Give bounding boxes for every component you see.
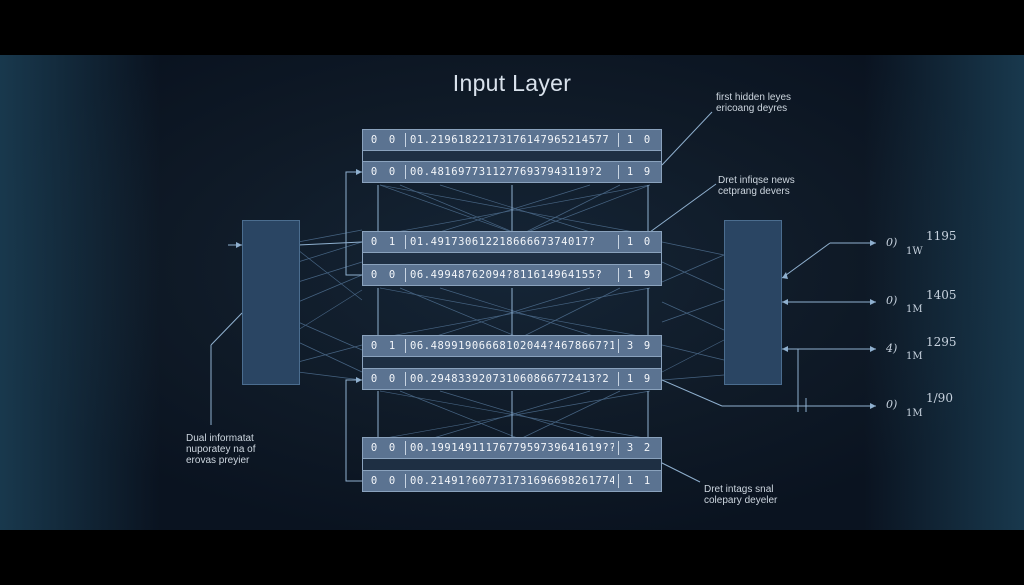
label-top-right: first hidden leyes ericoang deyres <box>716 92 792 114</box>
row-divider <box>405 235 406 249</box>
data-row: 0 0 06.49948762094?811614964155? 1 9 <box>362 264 662 286</box>
row-sequence: 06.48991906668102044?4678667?1 <box>410 340 614 352</box>
row-cell: 1 <box>626 373 634 385</box>
row-cell: 2 <box>643 442 651 454</box>
row-cell: 0 <box>388 475 396 487</box>
row-divider <box>405 268 406 282</box>
row-sequence: 00.48169773112776937943119?2 <box>410 166 603 178</box>
left-layer-block <box>242 220 300 385</box>
row-sequence: 00.1991491117677959739641619?? <box>410 442 614 454</box>
data-row: 0 1 06.48991906668102044?4678667?1 3 9 <box>362 335 662 357</box>
row-sequence: 00.21491?607731731696698261774 <box>410 475 614 487</box>
row-cell: 0 <box>388 373 396 385</box>
label-mid-right: Dret infiqse news cetprang devers <box>718 175 795 197</box>
output-index: 0) <box>886 398 898 411</box>
row-cell: 0 <box>370 442 378 454</box>
row-cell: 0 <box>370 373 378 385</box>
row-divider <box>618 165 619 179</box>
row-divider <box>618 372 619 386</box>
row-cell: 1 <box>388 340 396 352</box>
row-cell: 9 <box>643 269 651 281</box>
row-cell: 1 <box>626 475 634 487</box>
row-divider <box>618 133 619 147</box>
row-cell: 0 <box>370 340 378 352</box>
row-cell: 0 <box>370 236 378 248</box>
row-cell: 0 <box>643 134 651 146</box>
right-layer-block <box>724 220 782 385</box>
row-cell: 0 <box>388 166 396 178</box>
output-index: 0) <box>886 236 898 249</box>
row-divider <box>618 235 619 249</box>
row-divider <box>405 339 406 353</box>
row-divider <box>405 441 406 455</box>
data-row: 0 0 01.21961822173176147965214577 1 0 <box>362 129 662 151</box>
row-divider <box>618 268 619 282</box>
row-spacer <box>362 357 662 369</box>
row-cell: 3 <box>626 442 634 454</box>
row-divider <box>618 441 619 455</box>
row-divider <box>405 372 406 386</box>
data-row: 0 1 01.49173061221866667374017? 1 0 <box>362 231 662 253</box>
data-row: 0 0 00.294833920731060866772413?2 1 9 <box>362 368 662 390</box>
label-bottom-left: Dual informatat nuporatey na of erovas p… <box>186 433 256 466</box>
row-cell: 1 <box>626 269 634 281</box>
output-sub: 1M <box>906 408 923 419</box>
output-sub: 1M <box>906 304 923 315</box>
row-cell: 0 <box>370 269 378 281</box>
output-value: 1295 <box>926 335 957 349</box>
row-cell: 0 <box>388 134 396 146</box>
data-row: 0 0 00.1991491117677959739641619?? 3 2 <box>362 437 662 459</box>
output-value: 1195 <box>926 229 957 243</box>
row-divider <box>405 474 406 488</box>
diagram-title: Input Layer <box>452 70 572 96</box>
row-sequence: 01.21961822173176147965214577 <box>410 134 610 146</box>
row-cell: 0 <box>388 269 396 281</box>
data-row: 0 0 00.48169773112776937943119?2 1 9 <box>362 161 662 183</box>
row-spacer <box>362 253 662 265</box>
row-spacer <box>362 459 662 471</box>
row-cell: 9 <box>643 166 651 178</box>
row-cell: 1 <box>626 134 634 146</box>
row-cell: 1 <box>388 236 396 248</box>
row-cell: 1 <box>626 236 634 248</box>
row-cell: 0 <box>370 134 378 146</box>
row-sequence: 01.49173061221866667374017? <box>410 236 596 248</box>
row-divider <box>618 339 619 353</box>
row-cell: 1 <box>643 475 651 487</box>
row-cell: 9 <box>643 373 651 385</box>
output-index: 0) <box>886 294 898 307</box>
row-cell: 0 <box>643 236 651 248</box>
output-sub: 1W <box>906 246 923 257</box>
row-spacer <box>362 151 662 163</box>
output-value: 1/90 <box>926 391 953 405</box>
row-cell: 3 <box>626 340 634 352</box>
output-value: 1405 <box>926 288 957 302</box>
output-sub: 1M <box>906 351 923 362</box>
row-cell: 1 <box>626 166 634 178</box>
row-cell: 0 <box>370 166 378 178</box>
output-index: 4) <box>886 342 898 355</box>
row-sequence: 00.294833920731060866772413?2 <box>410 373 610 385</box>
label-bottom-right: Dret intags snal colepary deyeler <box>704 484 778 506</box>
row-cell: 9 <box>643 340 651 352</box>
row-divider <box>405 133 406 147</box>
row-cell: 0 <box>370 475 378 487</box>
data-row: 0 0 00.21491?607731731696698261774 1 1 <box>362 470 662 492</box>
row-sequence: 06.49948762094?811614964155? <box>410 269 603 281</box>
row-cell: 0 <box>388 442 396 454</box>
row-divider <box>618 474 619 488</box>
row-divider <box>405 165 406 179</box>
